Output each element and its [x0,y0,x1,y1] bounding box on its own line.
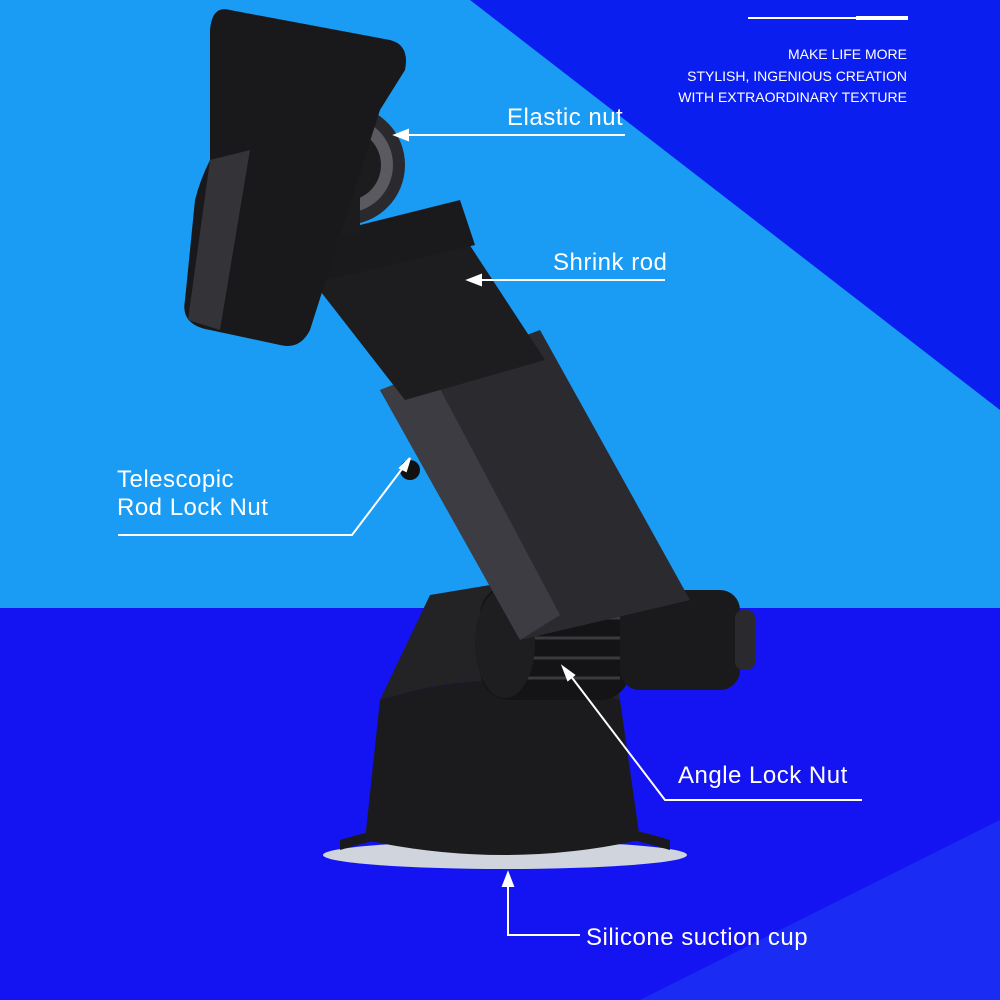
tagline-line: WITH EXTRAORDINARY TEXTURE [678,89,907,105]
callout-lines [118,128,862,936]
label-telescopic-line1: Telescopic [117,466,235,493]
bottom-right-shade [640,820,1000,1000]
tagline-line: MAKE LIFE MORE [787,46,907,62]
top-right-triangle [470,0,1000,410]
label-suction-cup: Silicone suction cup [586,924,809,951]
tagline-line: STYLISH, INGENIOUS CREATION [687,67,907,84]
top-line [748,17,858,19]
label-telescopic-line2: Rod Lock Nut [117,494,269,521]
phone-mount [184,9,755,869]
label-shrink-rod: Shrink rod [553,249,668,276]
tagline: MAKE LIFE MORE STYLISH, INGENIOUS CREATI… [678,44,907,109]
label-angle-lock-nut: Angle Lock Nut [678,762,848,789]
label-elastic-nut: Elastic nut [507,104,624,131]
top-line-thick [856,16,908,20]
